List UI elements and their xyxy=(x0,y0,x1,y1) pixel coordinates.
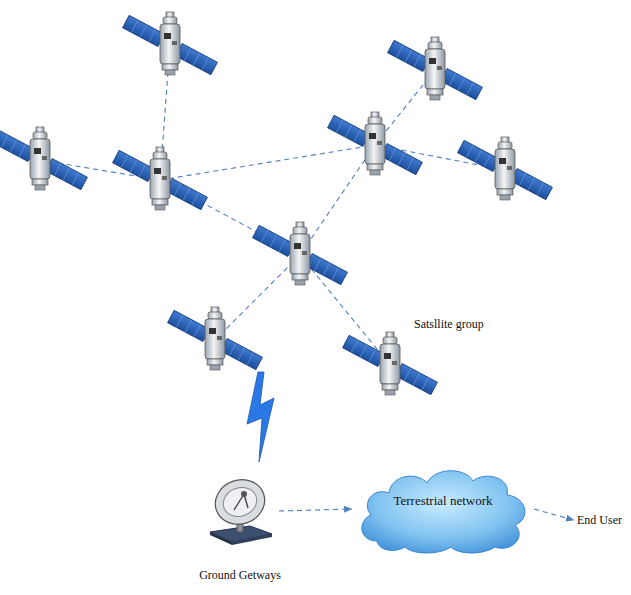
radio-link-bolt xyxy=(247,372,274,462)
endpoint-node: End User xyxy=(577,513,622,527)
satellite-dish-icon xyxy=(204,476,276,546)
network-cloud: Terrestrial network xyxy=(355,463,531,555)
ground-gateway: Ground Getways xyxy=(199,476,281,582)
node-text: Terrestrial network xyxy=(393,493,492,509)
group-label: Satsllite group xyxy=(414,317,484,331)
dashed-arrow xyxy=(534,509,574,520)
dashed-arrow xyxy=(279,509,352,511)
cloud-shape xyxy=(355,463,531,555)
node-text: Ground Getways xyxy=(199,568,281,582)
node-text: End User xyxy=(577,513,622,527)
satellites xyxy=(0,12,552,395)
